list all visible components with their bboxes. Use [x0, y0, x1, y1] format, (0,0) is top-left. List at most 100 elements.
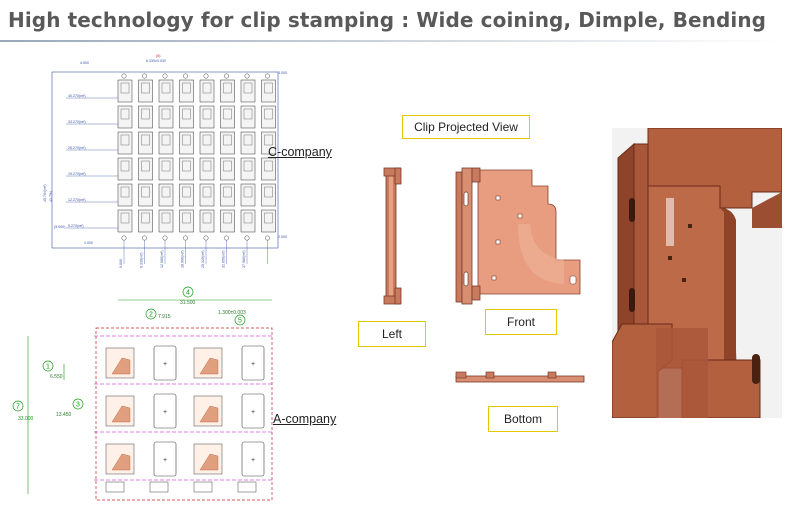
c-pilot-hole: [224, 235, 229, 241]
c-clip-cell: [199, 209, 215, 233]
c-misc-dim: 1.000: [84, 241, 93, 245]
c-clip-cell: [240, 131, 256, 155]
c-top-dim: 6.339±0.030: [146, 59, 166, 63]
svg-text:5: 5: [238, 318, 242, 325]
c-clip-cell: [199, 183, 215, 207]
a-carrier-slot: [149, 481, 169, 493]
c-clip-cell: [261, 131, 276, 155]
c-clip-cell: [240, 209, 256, 233]
c-misc-dim: (5.000): [54, 225, 65, 229]
c-pilot-hole: [162, 235, 168, 241]
c-left-dim: 43.794: [49, 191, 53, 202]
c-clip-cell: [117, 157, 133, 181]
svg-text:+: +: [163, 409, 167, 416]
a-callout-marker: [72, 398, 84, 410]
clip-projected-view-label: Clip Projected View: [402, 115, 530, 139]
c-clip-cell: [220, 157, 235, 181]
a-dim-text: 13.450: [56, 412, 72, 418]
c-clip-cell: [199, 157, 215, 181]
svg-text:+: +: [251, 361, 255, 368]
c-pilot-hole: [183, 235, 188, 241]
svg-text:+: +: [163, 457, 167, 464]
front-view-label: Front: [485, 309, 557, 335]
title-underline: [0, 40, 785, 42]
c-pilot-hole: [121, 73, 127, 79]
c-company-label: C-company: [268, 145, 332, 159]
a-blank-cell: [153, 345, 177, 381]
c-clip-cell: [240, 183, 256, 207]
c-bottom-dim: 18.990(ref): [181, 250, 185, 268]
c-misc-dim: 2.000: [278, 235, 287, 239]
a-outline: [95, 327, 273, 501]
clip-3d-closeup-render: [612, 128, 782, 418]
c-clip-cell: [117, 79, 133, 103]
c-row-dim: 26.270(ref): [68, 146, 86, 150]
left-view-label: Left: [358, 321, 426, 347]
a-callout-marker: [145, 308, 157, 320]
c-clip-cell: [179, 157, 194, 181]
c-bottom-dim: 0.000: [119, 259, 123, 268]
c-clip-cell: [261, 105, 276, 129]
a-blank-cell: [241, 393, 265, 429]
c-clip-cell: [117, 105, 133, 129]
c-clip-cell: [117, 183, 133, 207]
c-top-dim: (5): [156, 54, 160, 58]
c-clip-cell: [261, 157, 276, 181]
a-callout-marker: [12, 400, 24, 412]
c-pilot-hole: [142, 235, 147, 241]
a-blank-cell: [153, 393, 177, 429]
c-pilot-hole: [121, 235, 127, 241]
a-carrier-slot: [193, 481, 213, 493]
c-clip-cell: [138, 157, 153, 181]
clip-front-view: [455, 167, 581, 305]
c-clip-cell: [179, 105, 194, 129]
a-company-label: A-company: [273, 412, 337, 426]
a-dim-text: 6.550: [50, 374, 63, 380]
c-clip-cell: [138, 131, 153, 155]
c-pilot-hole: [203, 73, 209, 79]
svg-text:2: 2: [149, 312, 153, 319]
c-pilot-hole: [203, 235, 209, 241]
c-top-dim: 4.500: [80, 61, 89, 65]
c-clip-cell: [179, 79, 194, 103]
a-callout-marker: [234, 314, 246, 326]
c-clip-cell: [220, 183, 235, 207]
c-clip-cell: [158, 209, 174, 233]
c-row-dim: 5.270(ref): [68, 224, 84, 228]
c-clip-cell: [158, 79, 174, 103]
svg-text:4: 4: [186, 290, 190, 297]
a-blank-cell: [241, 441, 265, 477]
c-clip-cell: [158, 105, 174, 129]
c-clip-cell: [220, 209, 235, 233]
c-pilot-hole: [265, 73, 270, 79]
svg-text:3: 3: [76, 402, 80, 409]
c-clip-cell: [117, 209, 133, 233]
clip-left-view: [383, 167, 402, 305]
c-left-dim: 45.764(ref): [43, 184, 47, 202]
c-clip-cell: [240, 105, 256, 129]
c-bottom-dim: 31.650(ref): [222, 250, 226, 268]
c-clip-cell: [179, 209, 194, 233]
a-blank-cell: [241, 345, 265, 381]
c-pilot-hole: [183, 73, 188, 79]
c-clip-cell: [179, 183, 194, 207]
c-clip-cell: [240, 157, 256, 181]
a-carrier-slot: [105, 481, 125, 493]
a-company-drawing: ++++++ 12345731.5007.9156.55013.45033.00…: [12, 286, 274, 501]
c-pilot-hole: [244, 73, 250, 79]
c-row-dim: 33.270(ref): [68, 120, 86, 124]
c-clip-cell: [220, 79, 235, 103]
c-company-drawing: 40.270(ref)33.270(ref)26.270(ref)19.270(…: [43, 54, 287, 268]
svg-text:7: 7: [16, 404, 20, 411]
c-clip-cell: [199, 105, 215, 129]
slide-title: High technology for clip stamping : Wide…: [8, 8, 767, 32]
c-bottom-dim: 6.339(ref): [140, 252, 144, 268]
c-bottom-dim: 37.980(ref): [242, 250, 246, 268]
a-blank-cell: [153, 441, 177, 477]
clip-bottom-view: [455, 371, 585, 383]
c-clip-cell: [220, 105, 235, 129]
c-clip-cell: [138, 209, 153, 233]
svg-text:+: +: [163, 361, 167, 368]
c-pilot-hole: [162, 73, 168, 79]
c-misc-dim: 3.000: [278, 71, 287, 75]
